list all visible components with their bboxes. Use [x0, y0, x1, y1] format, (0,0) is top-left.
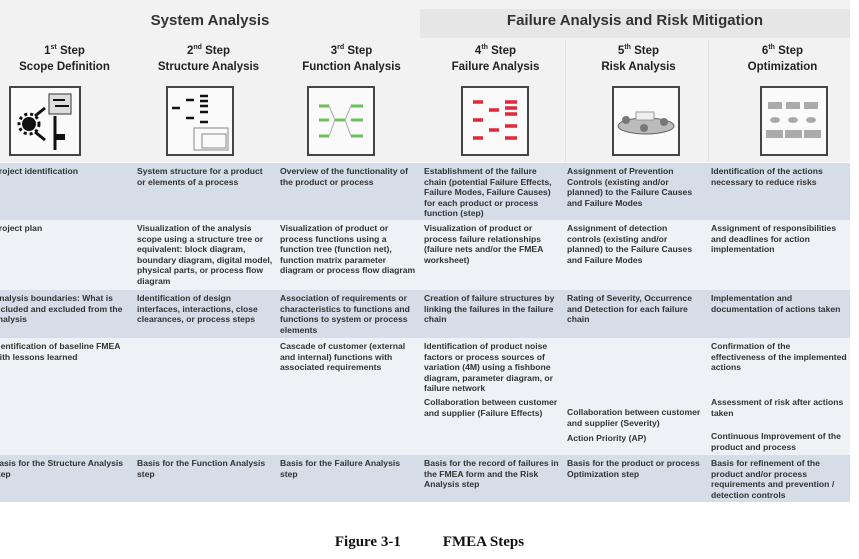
step-name: Function Analysis	[302, 60, 401, 73]
cell-scope: Analysis boundaries: What is included an…	[0, 293, 123, 325]
risk-table-icon	[612, 86, 680, 156]
cell-risk-collaboration: Collaboration between customer and suppl…	[567, 407, 701, 428]
table-row: Project plan Visualization of the analys…	[0, 220, 850, 290]
cell-optimization-assessment: Assessment of risk after actions taken	[711, 397, 844, 418]
group-failure-analysis: Failure Analysis and Risk Mitigation	[506, 12, 764, 29]
cell-risk: Rating of Severity, Occurrence and Detec…	[567, 293, 692, 325]
cell-optimization: Implementation and documentation of acti…	[711, 293, 841, 314]
cell-failure: Creation of failure structures by linkin…	[424, 293, 555, 325]
table-row: Basis for the Structure Analysis step Ba…	[0, 455, 850, 502]
cell-risk-action-priority: Action Priority (AP)	[567, 433, 647, 443]
cell-structure: System structure for a product or elemen…	[137, 166, 263, 187]
cell-optimization: Basis for refinement of the product and/…	[711, 458, 835, 500]
cell-optimization: Identification of the actions necessary …	[711, 166, 823, 187]
failure-group-band	[420, 9, 850, 38]
structure-tree-icon	[166, 86, 234, 156]
table-row: Analysis boundaries: What is included an…	[0, 290, 850, 338]
cell-structure: Identification of design interfaces, int…	[137, 293, 258, 325]
cell-scope: Identification of baseline FMEA with les…	[0, 341, 121, 362]
table-row: Project identification System structure …	[0, 163, 850, 220]
figure-caption: Figure 3-1 FMEA Steps	[0, 534, 859, 551]
cell-optimization-improvement: Continuous Improvement of the product an…	[711, 431, 841, 452]
cell-function: Basis for the Failure Analysis step	[280, 458, 401, 479]
cell-optimization: Assignment of responsibilities and deadl…	[711, 223, 837, 255]
cell-failure: Basis for the record of failures in the …	[424, 458, 559, 490]
cell-failure: Identification of product noise factors …	[424, 341, 553, 394]
step-number: 6th Step	[761, 44, 804, 57]
cell-scope: Project identification	[0, 166, 78, 176]
cell-structure: Visualization of the analysis scope usin…	[137, 223, 273, 286]
step-number: 4th Step	[474, 44, 517, 57]
scope-gear-icon	[9, 86, 81, 156]
failure-net-icon	[461, 86, 529, 156]
step-name: Risk Analysis	[601, 60, 676, 73]
cell-failure: Visualization of product or process fail…	[424, 223, 544, 265]
figure-title: FMEA Steps	[442, 534, 525, 550]
step-number: 5th Step	[617, 44, 660, 57]
cell-failure: Establishment of the failure chain (pote…	[424, 166, 552, 219]
cell-risk: Basis for the product or process Optimiz…	[567, 458, 700, 479]
optimization-icon	[760, 86, 828, 156]
cell-scope: Project plan	[0, 223, 43, 233]
table-row: Identification of baseline FMEA with les…	[0, 338, 850, 455]
cell-function: Association of requirements or character…	[280, 293, 410, 335]
step-number: 3rd Step	[330, 44, 373, 57]
cell-risk: Assignment of detection controls (existi…	[567, 223, 693, 265]
cell-structure: Basis for the Function Analysis step	[137, 458, 266, 479]
divider	[708, 40, 709, 162]
cell-function: Visualization of product or process func…	[280, 223, 416, 276]
cell-risk: Assignment of Prevention Controls (exist…	[567, 166, 693, 208]
step-number: 1st Step	[44, 44, 85, 57]
step-number: 2nd Step	[186, 44, 231, 57]
cell-function: Overview of the functionality of the pro…	[280, 166, 408, 187]
step-name: Structure Analysis	[157, 60, 260, 73]
cell-function: Cascade of customer (external and intern…	[280, 341, 406, 373]
step-name: Scope Definition	[19, 60, 110, 73]
cell-failure-collaboration: Collaboration between customer and suppl…	[424, 397, 558, 418]
step-name: Failure Analysis	[451, 60, 540, 73]
cell-scope: Basis for the Structure Analysis step	[0, 458, 124, 479]
divider	[565, 40, 566, 162]
group-system-analysis: System Analysis	[150, 12, 270, 29]
function-net-icon	[307, 86, 375, 156]
cell-optimization: Confirmation of the effectiveness of the…	[711, 341, 847, 373]
step-name: Optimization	[747, 60, 818, 73]
figure-number: Figure 3-1	[334, 534, 401, 550]
